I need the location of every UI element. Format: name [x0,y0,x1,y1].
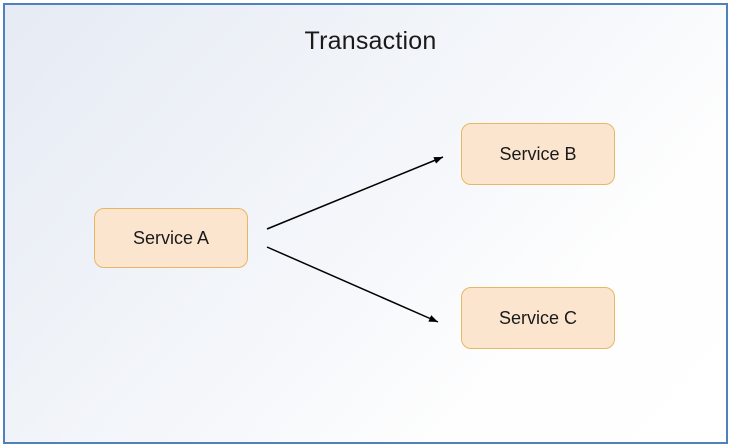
node-service-b-label: Service B [499,143,577,164]
node-service-c: Service C [461,287,615,349]
diagram-title: Transaction [304,27,437,55]
node-service-a-label: Service A [132,227,210,248]
node-service-c-label: Service C [498,307,578,328]
node-service-b: Service B [461,123,615,185]
node-service-a: Service A [94,208,248,268]
